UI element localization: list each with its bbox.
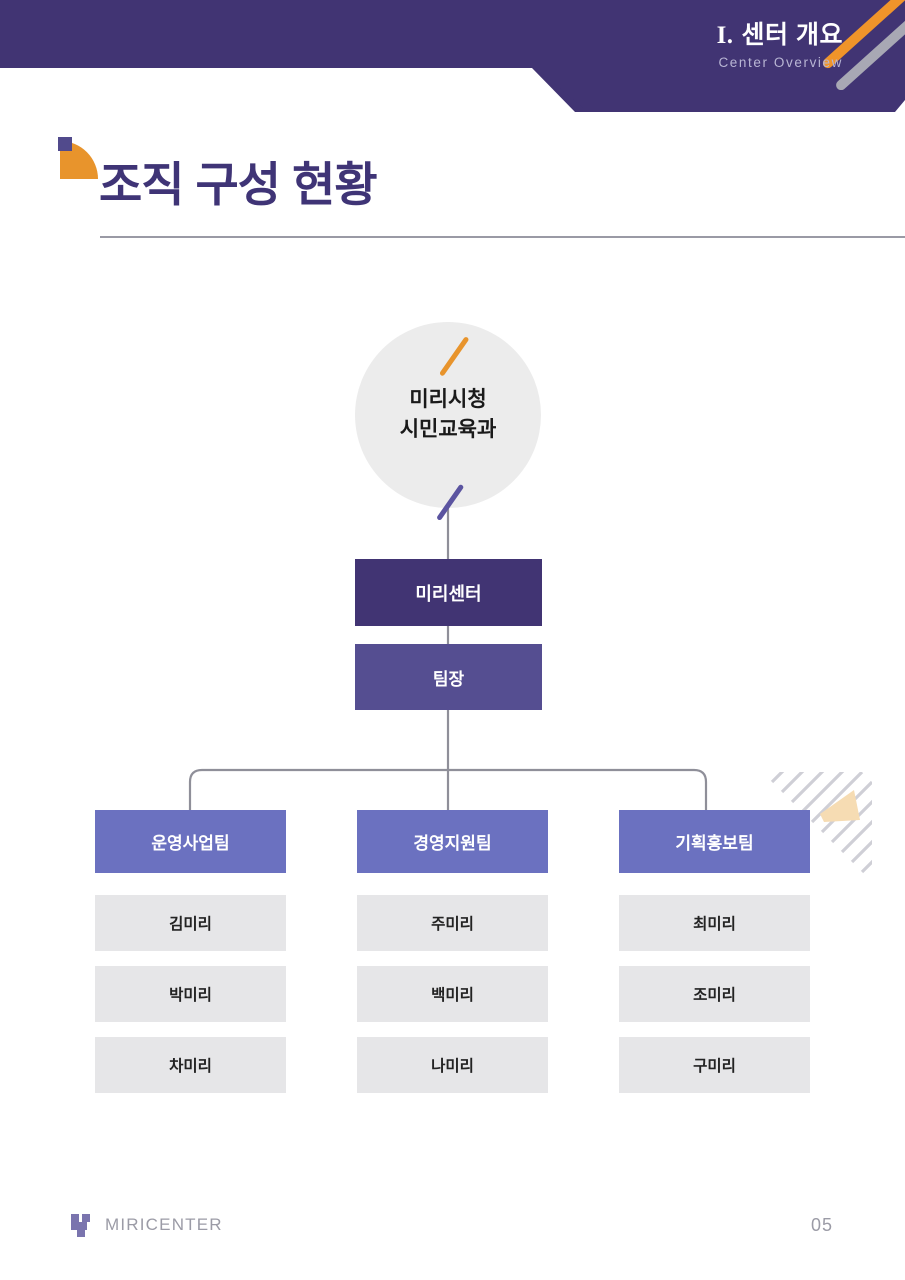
org-node-member: 나미리: [357, 1037, 548, 1093]
org-node-root-line1: 미리시청: [409, 388, 487, 412]
purple-square-icon: [58, 137, 72, 151]
tan-triangle-icon: [820, 790, 860, 822]
header-text-group: I. 센터 개요 Center Overview: [716, 21, 843, 70]
org-node-team-1: 운영사업팀: [95, 810, 286, 873]
org-node-root: 미리시청 시민교육과: [355, 322, 541, 521]
page-title: 조직 구성 현황: [99, 158, 378, 211]
org-node-member: 김미리: [95, 895, 286, 951]
org-node-member: 조미리: [619, 966, 810, 1022]
footer-brand-text: MIRICENTER: [105, 1215, 223, 1234]
org-node-member: 백미리: [357, 966, 548, 1022]
org-node-member: 차미리: [95, 1037, 286, 1093]
page-number: 05: [810, 1215, 833, 1235]
title-decoration: [58, 137, 98, 179]
org-node-root-line2: 시민교육과: [399, 418, 497, 441]
title-divider: [100, 236, 905, 238]
org-node-team-2: 경영지원팀: [357, 810, 548, 873]
footer-logo: MIRICENTER: [71, 1214, 223, 1237]
section-title: I. 센터 개요: [716, 21, 843, 50]
org-node-team-3: 기획홍보팀: [619, 810, 810, 873]
section-title-kr: 센터 개요: [741, 21, 843, 49]
org-node-member: 최미리: [619, 895, 810, 951]
miricenter-logo-icon: [71, 1214, 95, 1237]
section-number: I.: [716, 22, 734, 49]
section-subtitle-en: Center Overview: [718, 54, 843, 70]
org-node-member: 구미리: [619, 1037, 810, 1093]
org-node-lead: 팀장: [355, 644, 542, 710]
org-node-member: 박미리: [95, 966, 286, 1022]
org-node-member: 주미리: [357, 895, 548, 951]
circle-orange-accent-icon: [438, 336, 470, 377]
org-node-center: 미리센터: [355, 559, 542, 626]
